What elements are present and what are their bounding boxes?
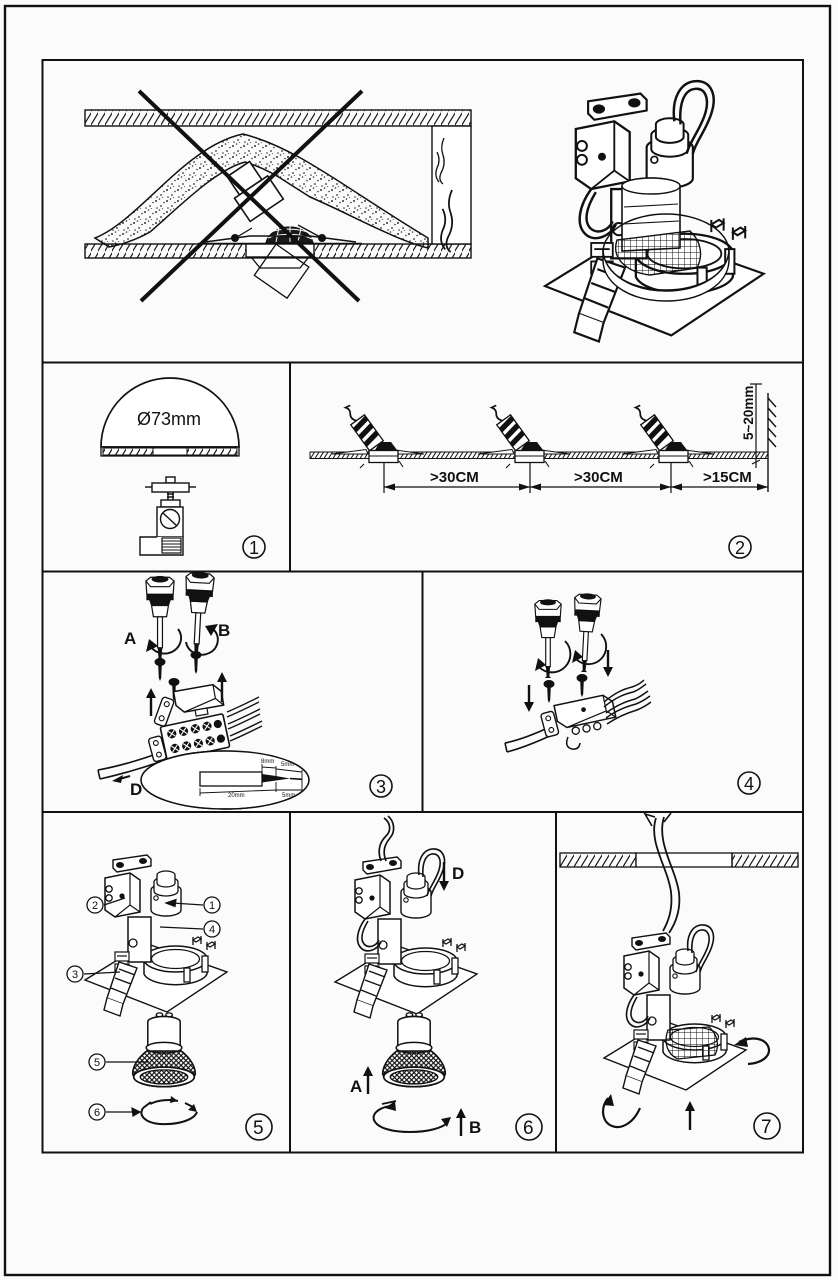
svg-text:A: A bbox=[124, 629, 136, 648]
svg-text:D: D bbox=[452, 864, 464, 883]
svg-text:6: 6 bbox=[94, 1107, 100, 1119]
svg-text:>30CM: >30CM bbox=[430, 469, 479, 486]
svg-text:5mm: 5mm bbox=[281, 762, 294, 768]
svg-text:5~20mm: 5~20mm bbox=[741, 386, 756, 440]
svg-text:A: A bbox=[350, 1077, 362, 1096]
svg-text:B: B bbox=[469, 1118, 481, 1137]
svg-text:20mm: 20mm bbox=[228, 793, 245, 799]
svg-text:>15CM: >15CM bbox=[703, 469, 752, 486]
svg-text:3: 3 bbox=[72, 969, 78, 981]
svg-text:3: 3 bbox=[376, 777, 386, 797]
svg-text:1: 1 bbox=[209, 900, 215, 912]
svg-text:2: 2 bbox=[735, 538, 745, 558]
svg-text:8mm: 8mm bbox=[261, 759, 274, 765]
svg-text:1: 1 bbox=[249, 538, 259, 558]
svg-text:5: 5 bbox=[253, 1118, 264, 1139]
svg-text:D: D bbox=[130, 780, 142, 799]
svg-text:2: 2 bbox=[92, 900, 98, 912]
svg-text:5mm: 5mm bbox=[282, 793, 295, 799]
svg-text:B: B bbox=[218, 621, 230, 640]
svg-text:5: 5 bbox=[94, 1057, 100, 1069]
svg-text:4: 4 bbox=[209, 924, 215, 936]
svg-text:Ø73mm: Ø73mm bbox=[137, 409, 201, 429]
svg-text:6: 6 bbox=[523, 1118, 534, 1139]
svg-text:7: 7 bbox=[761, 1117, 772, 1138]
svg-text:>30CM: >30CM bbox=[574, 469, 623, 486]
svg-text:4: 4 bbox=[744, 774, 754, 794]
